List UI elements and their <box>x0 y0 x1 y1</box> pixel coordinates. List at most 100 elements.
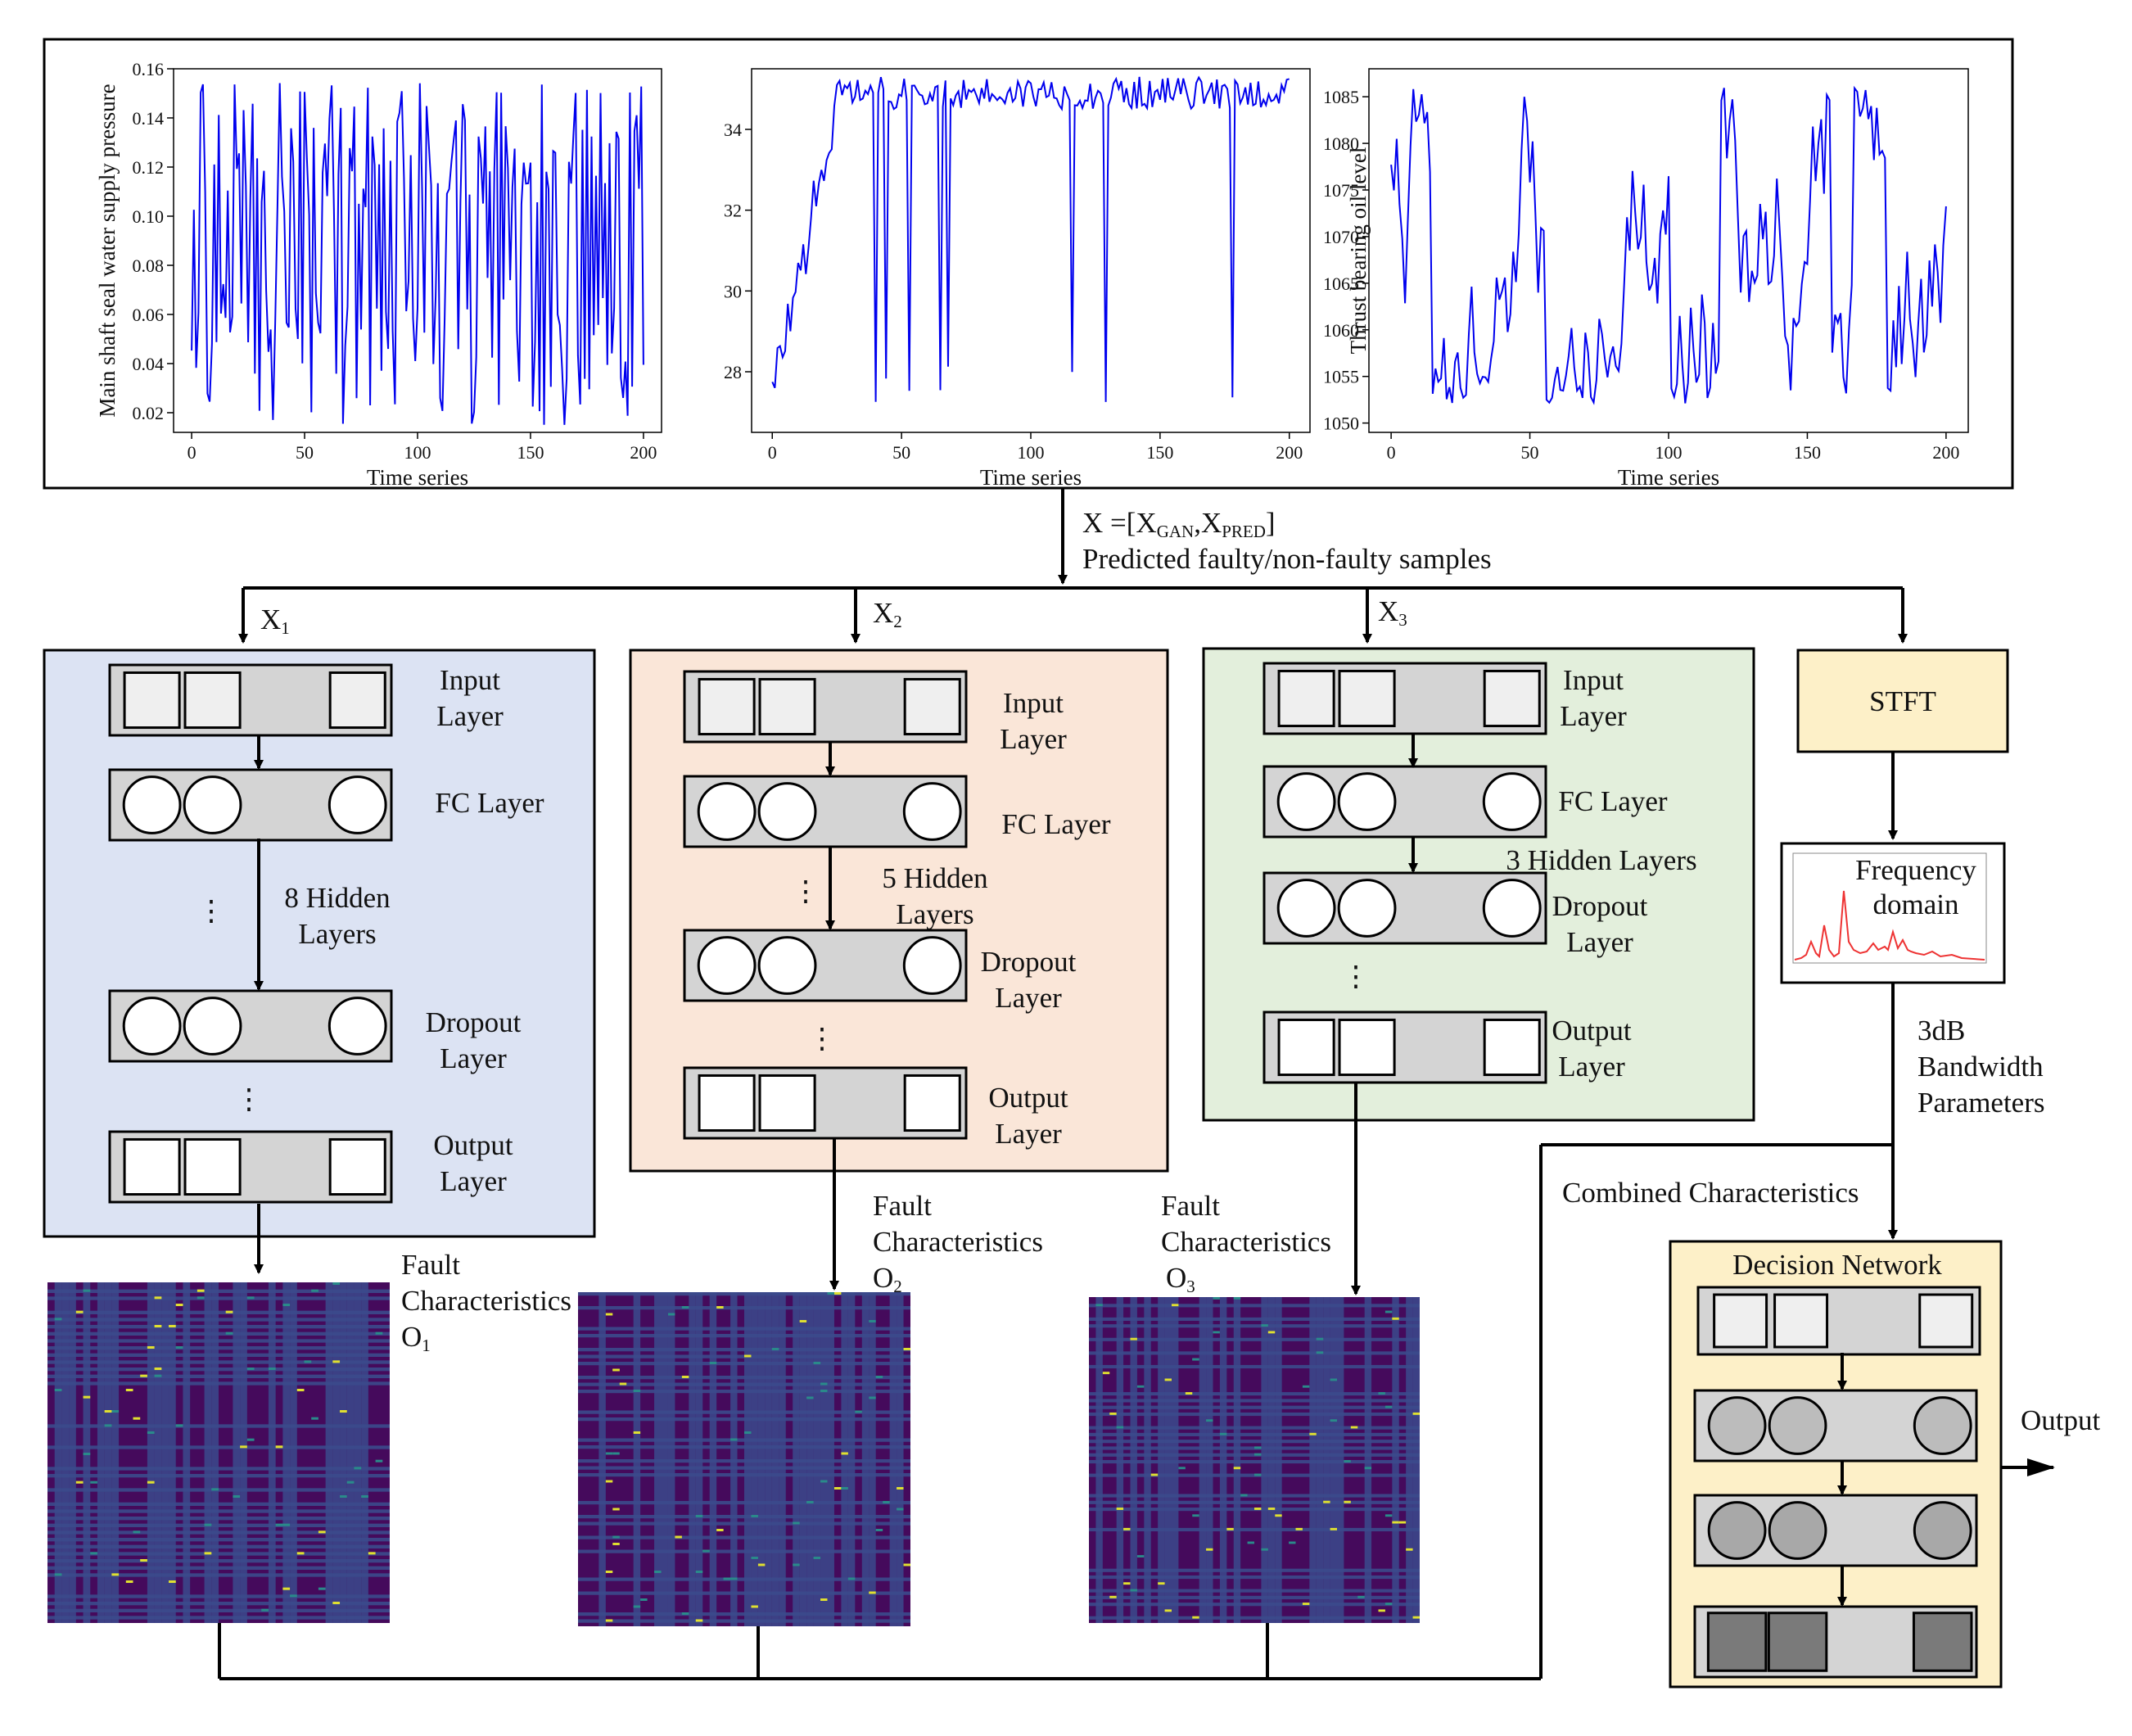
heatmap-cell <box>332 1602 341 1605</box>
heatmap-cell <box>83 1395 91 1399</box>
net3-input-label-1: Input <box>1563 664 1624 696</box>
neuron-square <box>1767 1612 1828 1672</box>
heatmap-cell <box>1309 1432 1317 1435</box>
heatmap-cell <box>1164 1378 1172 1381</box>
heatmap-row-band <box>578 1348 910 1352</box>
heatmap-cell <box>1219 1432 1227 1435</box>
heatmap-cell <box>111 1573 120 1576</box>
neuron-circle <box>1337 772 1397 831</box>
heatmap-cell <box>1392 1521 1399 1524</box>
heatmap-cell <box>275 1523 283 1526</box>
heatmap-row-band <box>578 1521 910 1526</box>
neuron-circle <box>1768 1501 1827 1560</box>
heatmap-column-band <box>211 1282 219 1623</box>
heatmap-row-band <box>1089 1324 1420 1328</box>
heatmap-cell <box>1254 1508 1262 1510</box>
heatmap-column-band <box>204 1282 212 1623</box>
heatmap-row-band <box>47 1325 390 1329</box>
heatmap-cell <box>640 1598 648 1601</box>
heatmap-cell <box>204 1523 212 1526</box>
neuron-square <box>1277 669 1335 728</box>
decision-network: Decision Network <box>1669 1240 2003 1689</box>
heatmap-cell <box>612 1368 620 1372</box>
heatmap-row-band <box>1089 1432 1420 1436</box>
plot-frame <box>1368 68 1969 433</box>
net3-dropout-label-2: Layer <box>1566 926 1633 958</box>
heatmap-cell <box>296 1552 305 1555</box>
input-label: X =[XGAN,XPRED] <box>1082 507 1276 541</box>
stft-label: STFT <box>1869 685 1936 717</box>
heatmap-cell <box>1136 1555 1145 1557</box>
fault-o2-line2: Characteristics <box>873 1226 1043 1258</box>
net1-input-layer <box>108 663 393 737</box>
heatmap-row-band <box>1089 1364 1420 1369</box>
heatmap-row-band <box>47 1573 390 1577</box>
heatmap-cell <box>1254 1473 1262 1476</box>
heatmap-row-band <box>1089 1575 1420 1580</box>
neuron-circle <box>327 997 387 1056</box>
heatmap-cell <box>246 1296 255 1300</box>
bandwidth-label-1: 3dB <box>1917 1015 1965 1047</box>
heatmap-cell <box>368 1552 376 1555</box>
heatmap-cell <box>612 1543 620 1545</box>
heatmap-column-band <box>268 1282 276 1623</box>
heatmap-column-band <box>169 1282 176 1623</box>
heatmap-cell <box>1116 1426 1124 1429</box>
heatmap-column-band <box>233 1282 241 1623</box>
heatmap-cell <box>1206 1419 1213 1422</box>
y-tick-label: 0.02 <box>133 403 165 423</box>
heatmap-cell <box>282 1523 291 1526</box>
heatmap-cell <box>296 1389 305 1392</box>
heatmap-row-band <box>47 1502 390 1506</box>
heatmap-cell <box>1102 1372 1110 1375</box>
heatmap-cell <box>903 1348 910 1350</box>
net3-dropout-label-1: Dropout <box>1552 890 1648 922</box>
y-tick-label: 1085 <box>1323 87 1359 107</box>
heatmap-row-band <box>47 1538 390 1542</box>
neuron-circle <box>327 775 387 834</box>
heatmap-column-band <box>104 1282 112 1623</box>
heatmap-cell <box>1109 1412 1117 1415</box>
heatmap-cell <box>1240 1494 1248 1497</box>
heatmap-cell <box>1213 1297 1220 1300</box>
heatmap-row-band <box>47 1523 390 1527</box>
net3-output-layer <box>1262 1010 1547 1084</box>
heatmap-row-band <box>578 1466 910 1470</box>
heatmap-cell <box>1384 1405 1393 1408</box>
heatmap-cell <box>346 1481 355 1484</box>
heatmap-cell <box>1261 1548 1268 1551</box>
heatmap-cell <box>820 1480 828 1483</box>
heatmap-row-band <box>47 1467 390 1471</box>
series-line <box>1390 85 1947 405</box>
heatmap-cell <box>1378 1392 1385 1395</box>
heatmap-cell <box>681 1612 689 1615</box>
neuron-square <box>1918 1293 1974 1349</box>
y-tick-label: 1060 <box>1323 320 1359 341</box>
heatmap-cell <box>605 1313 613 1316</box>
combined-characteristics-label: Combined Characteristics <box>1562 1177 1859 1209</box>
net1-output-label-2: Layer <box>440 1165 507 1197</box>
heatmap-row-band <box>47 1346 390 1350</box>
heatmap-cell <box>75 1310 84 1313</box>
heatmap-column-band <box>290 1282 297 1623</box>
x-axis-label: Time series <box>367 465 468 490</box>
heatmap-cell <box>605 1480 613 1483</box>
x-tick-label: 150 <box>517 442 544 463</box>
net1-input-label-1: Input <box>440 664 500 696</box>
heatmap-cell <box>1316 1351 1324 1354</box>
fault-characteristics-heatmap-3 <box>1089 1297 1420 1623</box>
heatmap-cell <box>375 1331 383 1335</box>
heatmap-row-band <box>578 1292 910 1296</box>
branch-x3-label: X3 <box>1378 595 1407 630</box>
heatmap-row-band <box>1089 1603 1420 1607</box>
neuron-square <box>1912 1612 1973 1672</box>
heatmap-row-band <box>1089 1412 1420 1417</box>
net2-ellipsis-1: ⋮ <box>792 875 820 907</box>
heatmap-cell <box>751 1515 758 1517</box>
neuron-square <box>328 1137 386 1196</box>
heatmap-row-band <box>1089 1527 1420 1532</box>
frequency-label-2: domain <box>1873 888 1959 920</box>
heatmap-cell <box>1172 1304 1179 1307</box>
heatmap-row-band <box>47 1602 390 1606</box>
